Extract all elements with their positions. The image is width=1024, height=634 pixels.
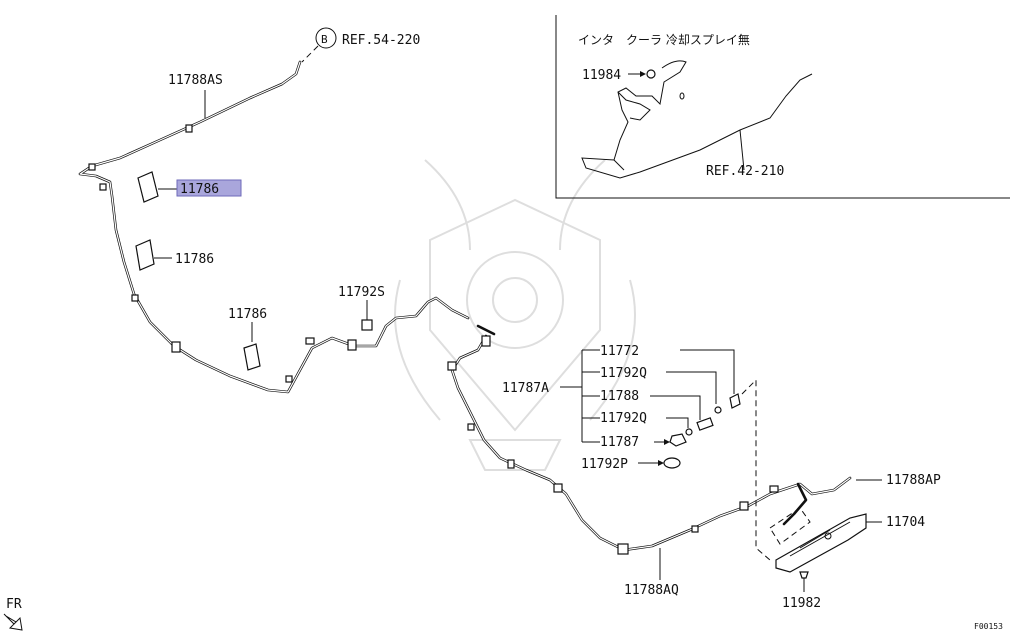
label-11792Q-a: 11792Q (600, 366, 647, 381)
label-11792S: 11792S (338, 285, 385, 300)
bolt-11982 (799, 571, 809, 579)
callout-11786-c: 11786 (228, 307, 267, 371)
callout-11788AQ: 11788AQ (624, 548, 679, 598)
figure-id: F00153 (974, 622, 1003, 631)
label-ref-42-210: REF.42-210 (706, 164, 784, 179)
front-indicator: FR (3, 597, 23, 631)
callout-11786-highlighted: 11786 (137, 171, 242, 203)
watermark-emblem (394, 159, 636, 471)
pad-11786 (137, 171, 159, 203)
callout-11982: 11982 (782, 571, 821, 611)
callout-11792S: 11792S (338, 285, 385, 320)
label-11792P: 11792P (581, 457, 628, 472)
arrow-icon (3, 613, 23, 631)
part-11772 (729, 393, 741, 409)
highlight-box (176, 179, 242, 197)
callout-11792P: 11792P (581, 457, 681, 472)
label-fr: FR (6, 597, 22, 612)
label-11786-c: 11786 (228, 307, 267, 322)
bracket-11704 (775, 513, 867, 573)
label-11786-b: 11786 (175, 252, 214, 267)
label-11788AP: 11788AP (886, 473, 941, 488)
part-11984 (646, 69, 656, 79)
ref-b-circle-letter: B (321, 33, 328, 46)
callout-11704: 11704 (769, 507, 925, 573)
label-11704: 11704 (886, 515, 925, 530)
callout-11787A-group: 11787A 11772 11792Q 11788 11792Q 11787 (502, 344, 771, 561)
label-11772: 11772 (600, 344, 639, 359)
callout-11786-b: 11786 (135, 239, 214, 271)
part-11792Q-a (714, 406, 722, 414)
inset-title: インタ クーラ 冷却スプレイ無 (578, 32, 750, 47)
label-11788AS: 11788AS (168, 73, 223, 88)
label-11787A: 11787A (502, 381, 549, 396)
part-11792Q-b (685, 428, 693, 436)
label-11792Q-b: 11792Q (600, 411, 647, 426)
main-pipe (78, 60, 852, 555)
clip-icon (185, 124, 193, 133)
ref-54-220: B REF.54-220 (301, 27, 420, 63)
part-11788 (696, 417, 714, 431)
label-11984: 11984 (582, 68, 621, 83)
callout-11788AP: 11788AP (856, 473, 941, 488)
part-11792P (663, 457, 681, 469)
label-11788AQ: 11788AQ (624, 583, 679, 598)
label-11787: 11787 (600, 435, 639, 450)
part-11787 (669, 433, 687, 447)
label-11982: 11982 (782, 596, 821, 611)
label-11788: 11788 (600, 389, 639, 404)
label-11786-highlighted[interactable]: 11786 (180, 182, 219, 197)
callout-11788AS: 11788AS (168, 73, 223, 118)
inset-box: インタ クーラ 冷却スプレイ無 11984 REF.42-210 (555, 15, 1010, 199)
label-ref-54-220: REF.54-220 (342, 33, 420, 48)
